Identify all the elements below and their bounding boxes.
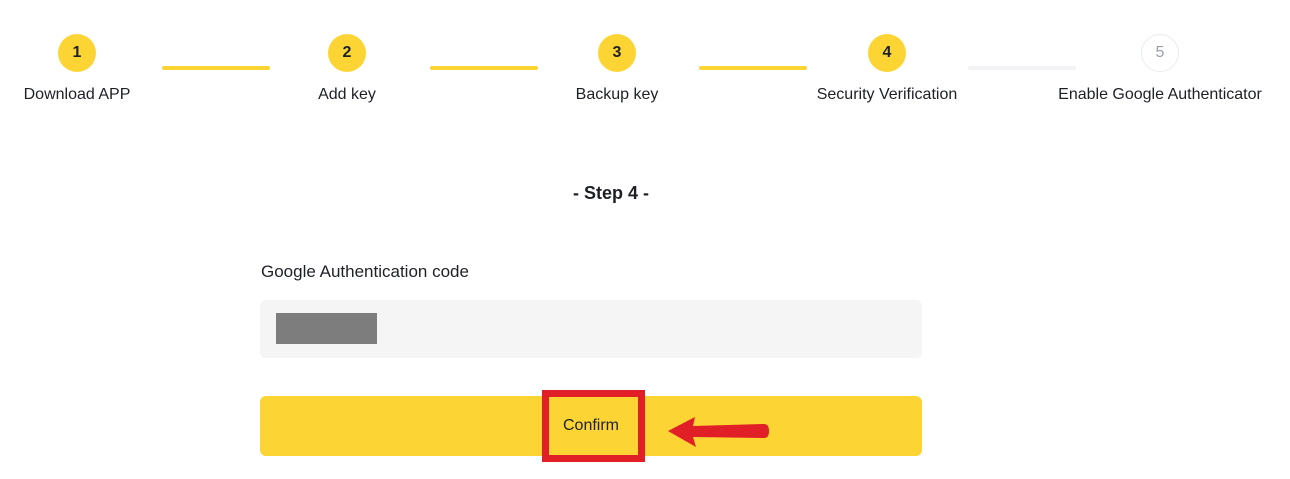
step-label-4: Security Verification bbox=[816, 86, 958, 103]
step-label-5: Enable Google Authenticator bbox=[1058, 86, 1262, 103]
step-number-badge-2: 2 bbox=[328, 34, 366, 72]
step-label-2: Add key bbox=[318, 86, 376, 103]
step-connector-2-3 bbox=[430, 66, 538, 70]
step-connector-4-5 bbox=[968, 66, 1076, 70]
stepper-item-4[interactable]: 4 Security Verification bbox=[757, 0, 1017, 105]
stepper-item-1[interactable]: 1 Download APP bbox=[0, 0, 207, 105]
step-connector-3-4 bbox=[699, 66, 807, 70]
step-connector-1-2 bbox=[162, 66, 270, 70]
confirm-button[interactable]: Confirm bbox=[260, 396, 922, 456]
step-number-badge-4: 4 bbox=[868, 34, 906, 72]
step-number-badge-3: 3 bbox=[598, 34, 636, 72]
progress-stepper: 1 Download APP 2 Add key 3 Backup key 4 … bbox=[0, 0, 1290, 125]
stepper-item-5[interactable]: 5 Enable Google Authenticator bbox=[1030, 0, 1290, 105]
google-auth-code-label: Google Authentication code bbox=[261, 262, 469, 281]
step-title: - Step 4 - bbox=[572, 183, 649, 203]
stepper-item-3[interactable]: 3 Backup key bbox=[487, 0, 747, 105]
step-label-3: Backup key bbox=[575, 86, 659, 103]
step-number-badge-1: 1 bbox=[58, 34, 96, 72]
redacted-code-value bbox=[276, 313, 377, 344]
step-number-badge-5: 5 bbox=[1141, 34, 1179, 72]
google-auth-code-input[interactable] bbox=[260, 300, 922, 358]
stepper-item-2[interactable]: 2 Add key bbox=[217, 0, 477, 105]
step-label-1: Download APP bbox=[23, 86, 131, 103]
